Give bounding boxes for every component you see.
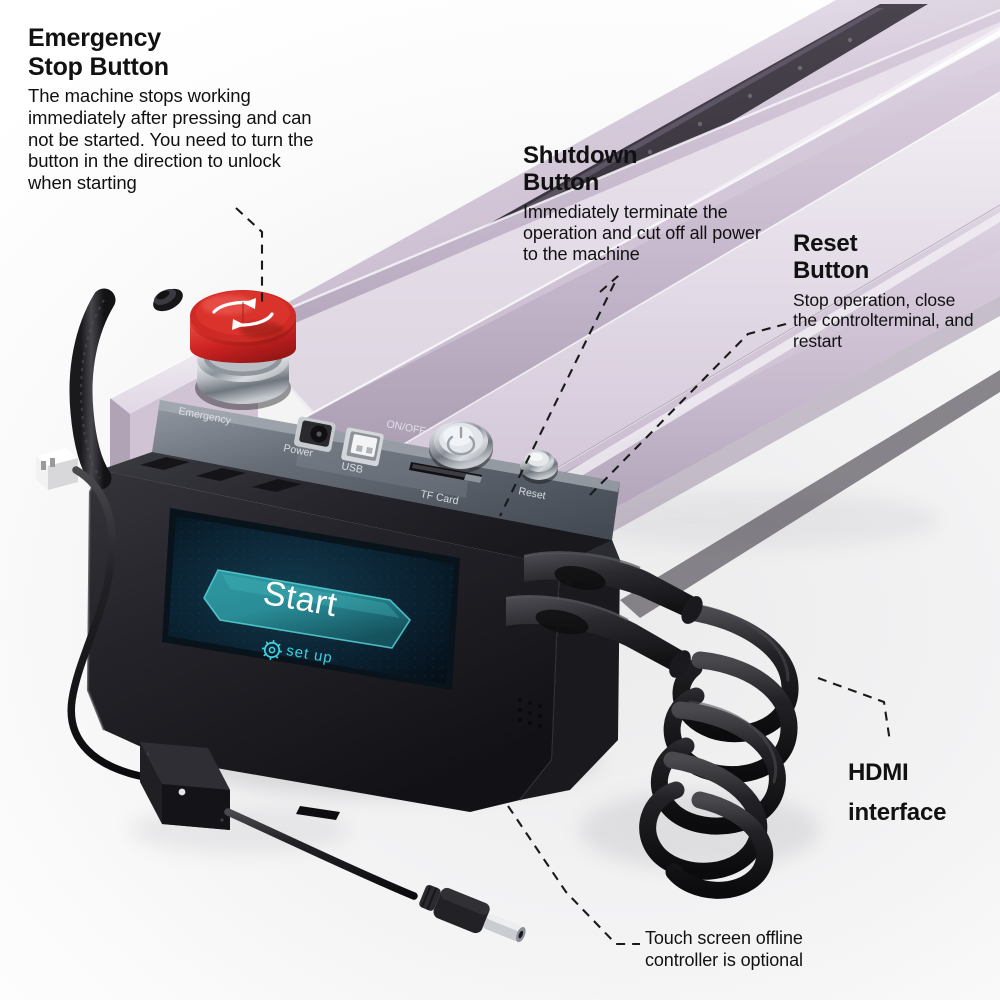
rotate-arrow-head-2 — [232, 319, 245, 330]
label-reset: Reset — [517, 485, 546, 502]
rail-lower-face — [300, 60, 1000, 470]
power-adapter-brick — [140, 742, 230, 830]
annotation-shutdown-title: Shutdown Button — [523, 142, 638, 197]
leader-reset — [586, 322, 787, 499]
annotation-reset: Reset Button Stop operation, close the c… — [793, 230, 983, 352]
annotation-emergency-stop: Emergency Stop Button The machine stops … — [28, 24, 328, 194]
annotation-hdmi-title: HDMI interface — [848, 759, 947, 826]
tf-card-slot[interactable] — [409, 462, 482, 483]
annotation-emergency-title: Emergency Stop Button — [28, 24, 169, 81]
annotation-touch-body: Touch screen offline controller is optio… — [645, 928, 803, 970]
annotation-shutdown: Shutdown Button Immediately terminate th… — [523, 142, 773, 265]
hdmi-connector-upper — [523, 551, 700, 620]
leader-shutdown — [499, 275, 619, 517]
usb-port[interactable] — [341, 427, 385, 467]
leader-emergency — [235, 207, 264, 306]
onoff-power-button[interactable] — [429, 421, 493, 473]
annotation-hdmi: HDMI interface — [848, 753, 1000, 832]
vent-holes — [518, 698, 542, 728]
dc-barrel-plug — [419, 884, 526, 943]
leader-hdmi — [817, 677, 892, 743]
power-jack-port[interactable] — [293, 416, 336, 453]
touch-screen[interactable] — [162, 508, 460, 690]
reset-button[interactable] — [520, 450, 558, 484]
power-symbol-icon — [446, 426, 476, 456]
power-cable-assembly — [36, 448, 526, 943]
emergency-stop-button[interactable] — [190, 290, 296, 410]
label-usb: USB — [340, 460, 363, 476]
hdmi-cable-assembly — [505, 551, 799, 899]
start-button[interactable] — [203, 569, 412, 649]
annotation-touch-controller: Touch screen offline controller is optio… — [645, 928, 975, 971]
hdmi-connector-lower — [505, 595, 688, 674]
gear-icon — [261, 639, 283, 661]
leader-touch — [507, 805, 640, 946]
annotation-reset-title: Reset Button — [793, 230, 870, 285]
setup-link[interactable] — [261, 639, 283, 661]
annotation-emergency-body: The machine stops working immediately af… — [28, 85, 314, 194]
rotate-arrow-head-1 — [243, 298, 256, 309]
annotation-shutdown-body: Immediately terminate the operation and … — [523, 201, 761, 265]
white-connector — [36, 448, 78, 490]
annotation-reset-body: Stop operation, close the controltermina… — [793, 289, 974, 351]
braided-cable-sleeve — [69, 288, 116, 490]
